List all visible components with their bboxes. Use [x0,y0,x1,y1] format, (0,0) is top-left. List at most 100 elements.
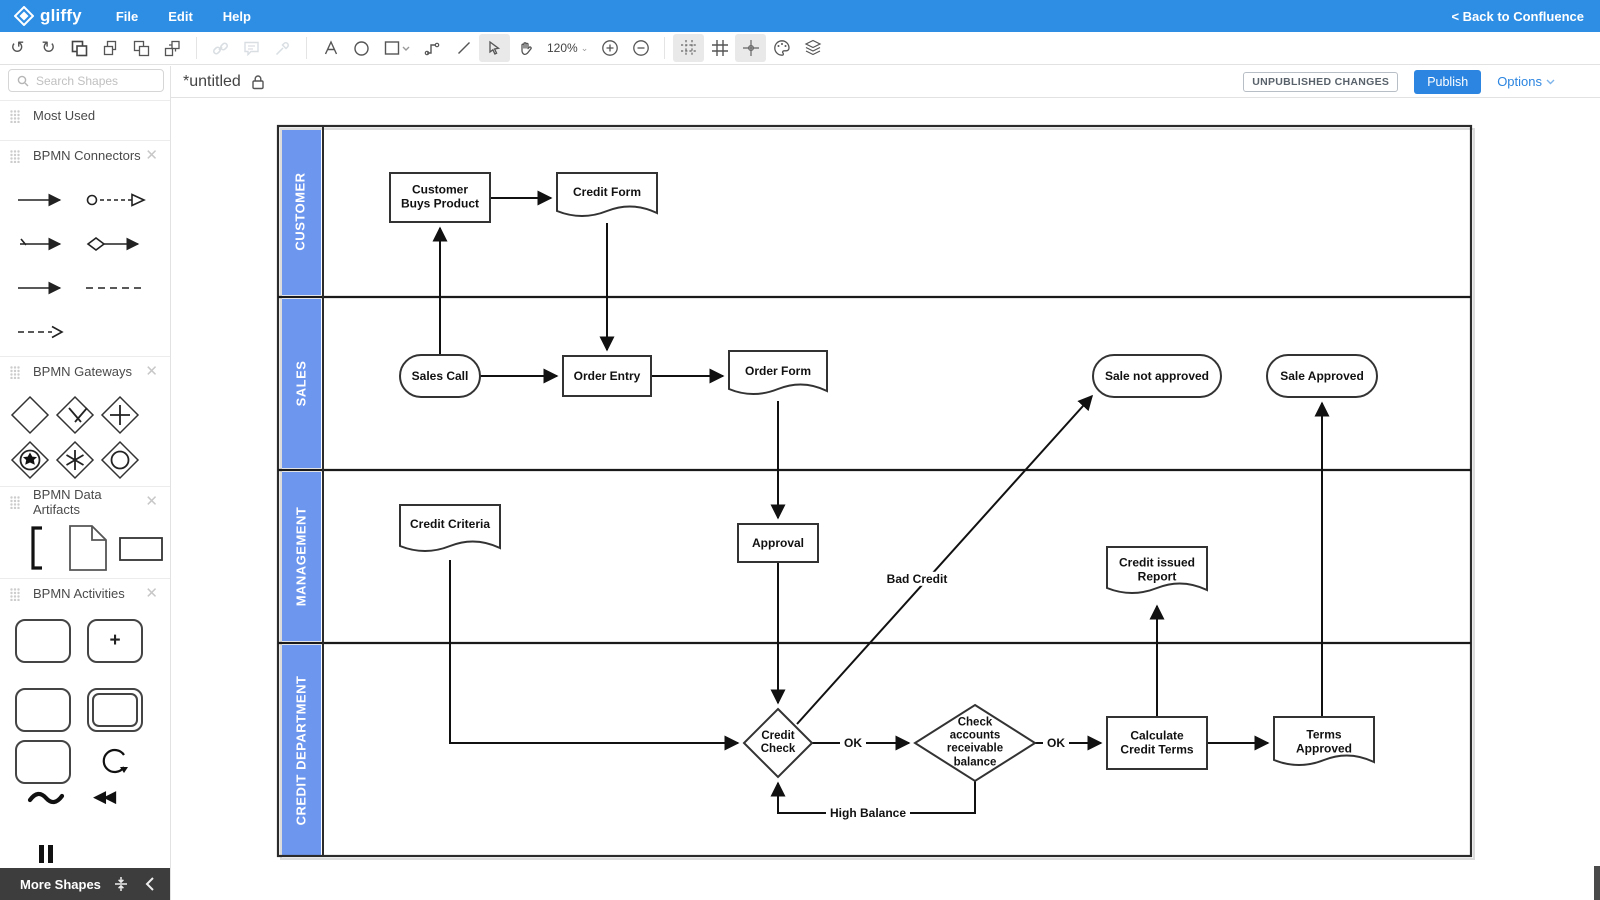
lane-customer[interactable]: CUSTOMER [280,128,321,295]
activity-adhoc-marker[interactable] [25,785,67,811]
activity-task-2[interactable] [15,688,71,732]
guides-button[interactable] [735,34,767,62]
node-check-accounts-balance[interactable] [913,703,1037,783]
node-credit-issued-report[interactable] [1106,546,1208,594]
shape-tool-button[interactable] [377,34,417,62]
label-sale-approved[interactable]: Sale Approved [1280,368,1364,383]
node-order-form[interactable] [728,350,828,395]
drag-handle-icon[interactable] [10,366,20,379]
node-credit-form[interactable] [556,172,658,217]
label-credit-form[interactable]: Credit Form [572,184,642,199]
label-credit-criteria[interactable]: Credit Criteria [409,516,491,531]
label-sale-not-approved[interactable]: Sale not approved [1104,368,1210,383]
node-terms-approved[interactable] [1273,716,1375,766]
layers-button[interactable] [797,34,828,62]
menu-help[interactable]: Help [222,8,251,24]
activity-loop-marker[interactable] [98,745,130,777]
node-sale-approved[interactable] [1266,354,1378,398]
gateway-exclusive[interactable] [10,395,50,435]
redo-button[interactable]: ↻ [33,34,64,62]
node-calculate-credit-terms[interactable] [1106,716,1208,770]
label-ok-credit-check[interactable]: OK [840,735,866,751]
comment-button[interactable] [236,34,267,62]
node-customer-buys-product[interactable] [389,172,491,223]
label-approval[interactable]: Approval [751,535,805,550]
diagram-canvas[interactable] [171,98,1600,900]
text-tool-button[interactable] [315,34,346,62]
zoom-out-button[interactable] [625,34,656,62]
node-credit-criteria[interactable] [399,504,501,552]
lane-credit-department[interactable]: CREDIT DEPARTMENT [280,645,321,855]
zoom-in-button[interactable] [594,34,625,62]
bring-forward-button[interactable] [126,34,157,62]
options-dropdown[interactable]: Options [1497,74,1555,89]
snap-to-grid-button[interactable] [673,34,705,62]
vertical-scrollbar-thumb[interactable] [1594,866,1600,900]
close-icon[interactable]: ✕ [145,585,158,602]
node-sales-call[interactable] [399,354,481,398]
pan-tool-button[interactable] [510,34,541,62]
theme-button[interactable] [766,34,797,62]
group-button[interactable] [64,34,95,62]
activity-task-3[interactable] [15,740,71,784]
bpmn-gateway-shapes[interactable] [8,393,148,485]
lane-management[interactable]: MANAGEMENT [280,472,321,641]
activity-subprocess[interactable]: + [87,619,143,663]
chevron-left-icon[interactable] [144,876,156,892]
section-most-used[interactable]: Most Used [0,100,170,130]
node-approval[interactable] [737,523,819,563]
bpmn-data-artifact-shapes[interactable] [0,521,170,577]
section-bpmn-data-artifacts[interactable]: BPMN Data Artifacts ✕ [0,486,170,517]
close-icon[interactable]: ✕ [145,363,158,380]
lane-sales[interactable]: SALES [280,299,321,468]
artifact-group-bracket[interactable] [31,526,42,570]
section-bpmn-gateways[interactable]: BPMN Gateways ✕ [0,356,170,386]
activity-pause-bar[interactable] [39,845,44,863]
close-icon[interactable]: ✕ [145,147,158,164]
label-customer-buys-product[interactable]: Customer Buys Product [400,182,480,211]
activity-task[interactable] [15,619,71,663]
gateway-inclusive[interactable] [100,440,140,480]
line-tool-button[interactable] [448,34,479,62]
publish-button[interactable]: Publish [1414,69,1482,94]
label-terms-approved[interactable]: Terms Approved [1295,727,1353,756]
undo-button[interactable]: ↺ [2,34,33,62]
bpmn-connector-shapes[interactable] [12,178,158,356]
drag-handle-icon[interactable] [10,150,20,163]
node-sale-not-approved[interactable] [1092,354,1222,398]
close-icon[interactable]: ✕ [145,493,158,510]
artifact-annotation[interactable] [119,537,163,561]
send-backward-button[interactable] [157,34,188,62]
activity-compensation-marker[interactable]: ◀◀ [93,787,116,807]
connector-tool-button[interactable] [417,34,448,62]
label-order-entry[interactable]: Order Entry [573,368,641,383]
zoom-level-select[interactable]: 120% ⌄ [541,34,594,62]
label-sales-call[interactable]: Sales Call [411,368,469,383]
artifact-data-object[interactable] [69,525,107,571]
shape-search[interactable] [8,69,164,92]
activity-pause-bar[interactable] [48,845,53,863]
label-order-form[interactable]: Order Form [744,363,812,378]
label-ok-balance[interactable]: OK [1043,735,1069,751]
section-bpmn-connectors[interactable]: BPMN Connectors ✕ [0,140,170,170]
collapse-panels-icon[interactable] [112,875,130,893]
menu-edit[interactable]: Edit [168,8,193,24]
drag-handle-icon[interactable] [10,588,20,601]
search-input[interactable] [34,72,163,89]
menu-file[interactable]: File [115,8,139,24]
connector-default-flow[interactable] [20,239,60,245]
label-credit-check[interactable]: Credit Check [760,729,796,755]
drag-handle-icon[interactable] [10,110,20,123]
activity-call-activity[interactable] [87,688,143,732]
eyedropper-button[interactable] [267,34,298,62]
grid-button[interactable] [704,34,735,62]
select-tool-button[interactable] [479,34,510,62]
link-button[interactable] [205,34,236,62]
back-to-confluence-link[interactable]: < Back to Confluence [1451,8,1584,24]
section-bpmn-activities[interactable]: BPMN Activities ✕ [0,578,170,608]
node-credit-check[interactable] [742,707,814,779]
label-high-balance[interactable]: High Balance [825,805,911,821]
more-shapes-bar[interactable]: More Shapes [0,868,170,900]
ellipse-tool-button[interactable] [346,34,377,62]
document-title[interactable]: *untitled [183,72,241,90]
